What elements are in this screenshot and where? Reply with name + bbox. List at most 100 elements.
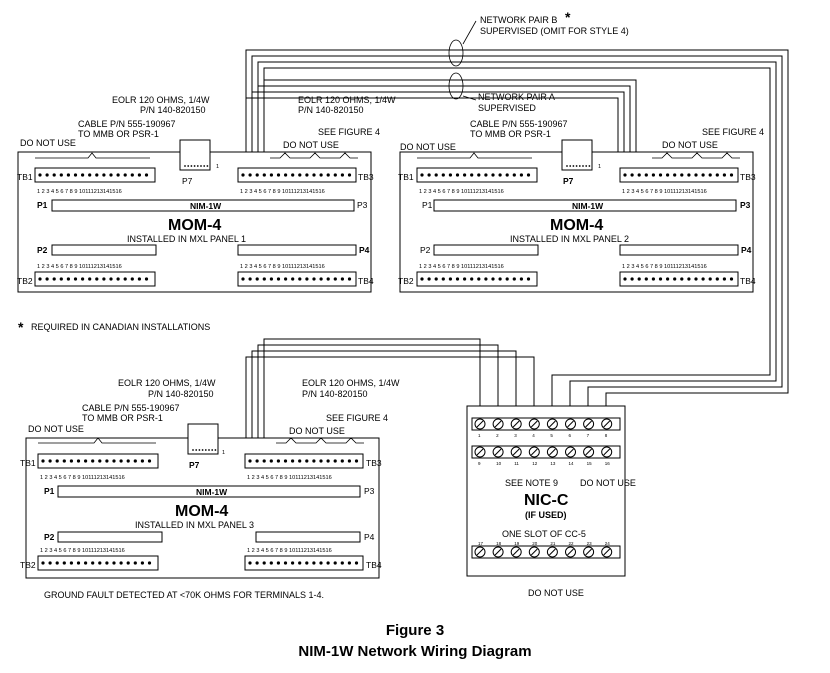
svg-text:P/N 140-820150: P/N 140-820150 [140, 105, 206, 115]
terminal-dot [81, 277, 85, 281]
canadian-asterisk: * [18, 319, 24, 335]
svg-text:1 2 3 4 5 6 7 8 9 101112131415: 1 2 3 4 5 6 7 8 9 10111213141516 [419, 189, 504, 195]
p7-pin [582, 165, 584, 167]
terminal-dot [48, 459, 52, 463]
terminal-dot [354, 459, 359, 463]
terminal-dot [434, 277, 438, 281]
screw-slot [530, 448, 538, 456]
screw-slot [476, 548, 484, 556]
terminal-dot [340, 277, 344, 281]
terminal-dot [347, 277, 352, 281]
terminal-dot [291, 459, 295, 463]
terminal-dot [38, 173, 42, 177]
svg-text:INSTALLED IN MXL PANEL 1: INSTALLED IN MXL PANEL 1 [127, 234, 246, 244]
terminal-dot [105, 561, 109, 565]
terminal-dot [91, 459, 95, 463]
terminal-dot [448, 277, 452, 281]
terminal-dot [91, 561, 95, 565]
screw-slot [476, 448, 484, 456]
p7-pin [208, 449, 210, 451]
svg-text:TO MMB OR PSR-1: TO MMB OR PSR-1 [470, 129, 551, 139]
terminal-dot [477, 277, 481, 281]
svg-text:1: 1 [598, 164, 601, 170]
screw-slot [603, 420, 611, 428]
terminal-number: 1 [478, 433, 481, 438]
svg-text:TB4: TB4 [366, 560, 382, 570]
terminal-dot [73, 277, 78, 281]
terminal-dot [708, 173, 712, 177]
terminal-dot [434, 173, 438, 177]
screw-slot [549, 448, 556, 456]
terminal-dot [326, 173, 330, 177]
terminal-dot [95, 277, 99, 281]
terminal-dot [526, 173, 531, 177]
svg-text:TB1: TB1 [20, 458, 36, 468]
terminal-dot [448, 173, 452, 177]
terminal-dot [484, 277, 488, 281]
svg-text:P4: P4 [359, 245, 370, 255]
panel-1-tb3 [237, 167, 357, 183]
terminal-dot [130, 277, 134, 281]
figure-number: Figure 3 [385, 622, 445, 639]
terminal-dot [88, 277, 92, 281]
terminal-dot [637, 173, 641, 177]
terminal-dot [715, 277, 719, 281]
svg-text:ONE SLOT OF CC-5: ONE SLOT OF CC-5 [502, 529, 586, 539]
terminal-dot [116, 277, 120, 281]
terminal-dot [276, 277, 281, 281]
terminal-dot [658, 173, 663, 177]
terminal-dot [52, 277, 56, 281]
terminal-dot [105, 459, 109, 463]
terminal-dot [119, 561, 123, 565]
terminal-number: 11 [514, 461, 519, 466]
terminal-dot [463, 277, 467, 281]
terminal-dot [666, 173, 670, 177]
terminal-dot [262, 173, 266, 177]
terminal-dot [463, 173, 467, 177]
svg-text:CABLE P/N 555-190967: CABLE P/N 555-190967 [78, 119, 176, 129]
svg-text:NIC-C: NIC-C [524, 492, 569, 509]
panel-1-tb1 [34, 167, 156, 183]
terminal-dot [269, 277, 273, 281]
pair-b-asterisk: * [565, 9, 571, 25]
terminal-dot [651, 277, 656, 281]
terminal-dot [512, 277, 516, 281]
terminal-dot [427, 173, 431, 177]
svg-text:SEE FIGURE 4: SEE FIGURE 4 [318, 127, 380, 137]
svg-text:DO NOT USE: DO NOT USE [400, 142, 456, 152]
terminal-dot [283, 561, 288, 565]
terminal-dot [241, 173, 245, 177]
p7-pin [578, 165, 581, 167]
terminal-dot [427, 277, 431, 281]
screw-slot [567, 548, 574, 556]
p7-pin [575, 165, 578, 167]
screw-slot [585, 448, 592, 456]
terminal-dot [269, 173, 273, 177]
terminal-dot [241, 277, 245, 281]
terminal-dot [644, 277, 648, 281]
terminal-dot [319, 173, 323, 177]
p7-pin [572, 165, 575, 167]
terminal-dot [284, 277, 288, 281]
svg-text:TO MMB OR PSR-1: TO MMB OR PSR-1 [82, 413, 163, 423]
screw-slot [494, 420, 502, 428]
screw-slot [585, 420, 592, 428]
terminal-dot [137, 173, 141, 177]
terminal-dot [130, 173, 134, 177]
terminal-dot [455, 277, 460, 281]
svg-text:TB1: TB1 [17, 172, 33, 182]
svg-text:TB4: TB4 [740, 276, 756, 286]
terminal-dot [144, 277, 149, 281]
panel-1-title: MOM-4 [168, 217, 221, 234]
screw-slot [512, 420, 520, 428]
svg-text:1 2 3 4 5 6 7 8 9 101112131415: 1 2 3 4 5 6 7 8 9 10111213141516 [40, 548, 125, 554]
terminal-dot [48, 561, 52, 565]
terminal-dot [312, 561, 316, 565]
terminal-dot [140, 561, 144, 565]
terminal-dot [109, 173, 113, 177]
screw-slot [585, 548, 592, 556]
svg-text:NIM-1W: NIM-1W [190, 201, 222, 211]
screw-slot [530, 420, 538, 428]
svg-text:1 2 3 4 5 6 7 8 9 101112131415: 1 2 3 4 5 6 7 8 9 10111213141516 [247, 548, 332, 554]
svg-text:TB2: TB2 [398, 276, 414, 286]
